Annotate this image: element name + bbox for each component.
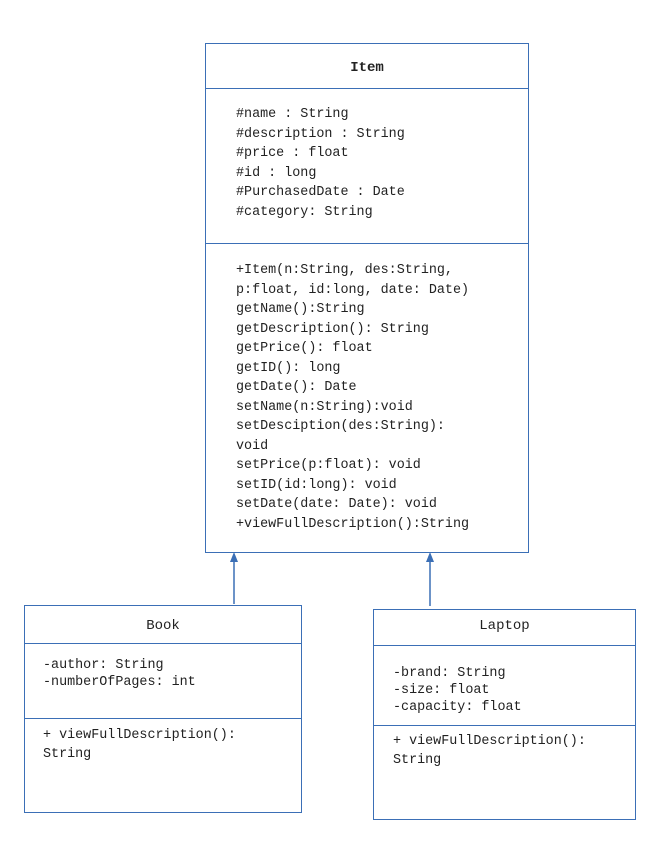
operation: +viewFullDescription():String (236, 516, 470, 532)
attribute: #id : long (236, 165, 317, 181)
laptop-name-divider (374, 645, 635, 646)
book-to-item-arrow (230, 552, 238, 604)
attribute: #PurchasedDate : Date (236, 185, 405, 201)
operation: setID(id:long): void (236, 477, 397, 493)
operation: String (393, 753, 442, 768)
operation: setDesciption(des:String): (236, 419, 445, 434)
attribute: -size: float (393, 683, 490, 698)
laptop-attributes: -brand: String -size: float -capacity: f… (393, 665, 522, 716)
laptop-class-box[interactable]: Laptop -brand: String -size: float -capa… (373, 609, 636, 820)
attribute: -numberOfPages: int (43, 675, 196, 690)
operation: getID(): long (236, 360, 341, 376)
operation: setPrice(p:float): void (236, 458, 421, 473)
attribute: -author: String (43, 658, 164, 673)
book-operations: + viewFullDescription(): String (43, 726, 236, 764)
attribute: #description : String (236, 126, 405, 142)
operation: getDescription(): String (236, 321, 429, 337)
operation: void (236, 438, 269, 454)
operation: setName(n:String):void (236, 399, 413, 415)
laptop-class-name: Laptop (479, 618, 530, 634)
laptop-attributes-divider (374, 725, 635, 726)
operation: + viewFullDescription(): (393, 734, 586, 749)
item-class-name: Item (350, 60, 384, 76)
operation: getDate(): Date (236, 380, 357, 395)
operation: getName():String (236, 302, 365, 317)
item-attributes: #name : String #description : String #pr… (236, 105, 405, 223)
book-name-divider (25, 643, 301, 644)
attribute: -capacity: float (393, 700, 522, 715)
book-attributes: -author: String -numberOfPages: int (43, 657, 196, 691)
laptop-to-item-arrow (426, 552, 434, 606)
operation: getPrice(): float (236, 341, 373, 356)
operation: p:float, id:long, date: Date) (236, 282, 470, 298)
book-class-name: Book (146, 618, 180, 634)
attribute: #name : String (236, 107, 349, 122)
operation: +Item(n:String, des:String, (236, 263, 453, 278)
item-attributes-divider (206, 243, 528, 244)
book-attributes-divider (25, 718, 301, 719)
operation: + viewFullDescription(): (43, 728, 236, 743)
item-operations: +Item(n:String, des:String, p:float, id:… (236, 261, 469, 534)
attribute: #category: String (236, 204, 373, 220)
attribute: #price : float (236, 146, 349, 162)
laptop-operations: + viewFullDescription(): String (393, 732, 586, 770)
operation: String (43, 747, 92, 762)
item-class-box[interactable]: Item #name : String #description : Strin… (205, 43, 529, 553)
operation: setDate(date: Date): void (236, 497, 437, 512)
attribute: -brand: String (393, 666, 506, 681)
book-class-box[interactable]: Book -author: String -numberOfPages: int… (24, 605, 302, 813)
item-name-divider (206, 88, 528, 89)
